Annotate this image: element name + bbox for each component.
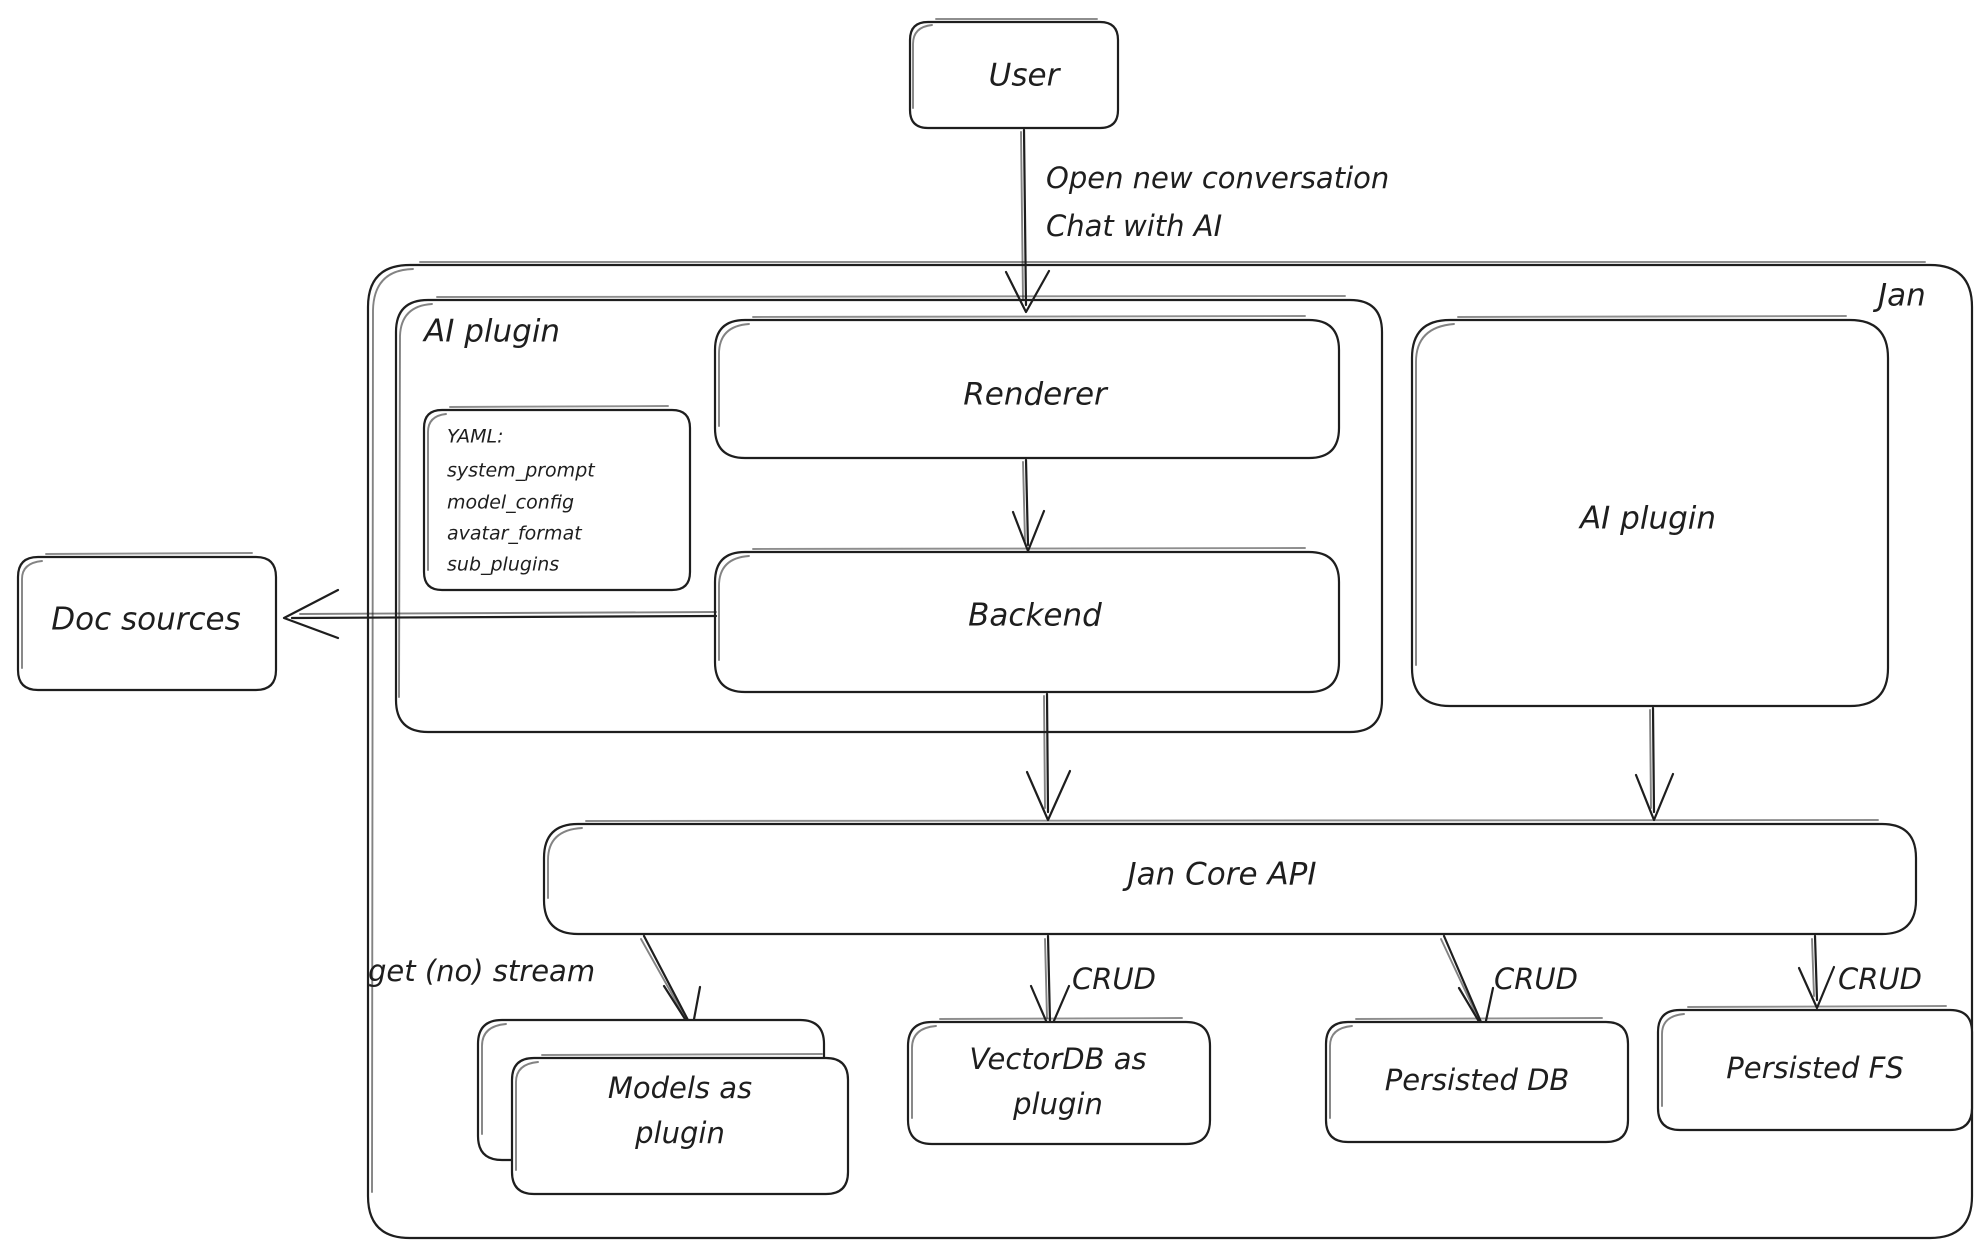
persisted-db-box-shape[interactable] — [1324, 1017, 1630, 1144]
models-plugin-label-line2: plugin — [634, 1116, 725, 1150]
yaml-line-3: avatar_format — [447, 523, 583, 545]
edge-core-to-vectordb — [1029, 934, 1071, 1032]
models-plugin-label-line1: Models as — [608, 1071, 752, 1105]
jan-container-label: Jan — [1872, 278, 1926, 314]
ai-plugin-group-shape[interactable] — [394, 295, 1384, 734]
yaml-title: YAML: — [447, 426, 504, 448]
edge-core-to-persisted-fs — [1797, 934, 1836, 1010]
vectordb-plugin-box-shape[interactable] — [906, 1017, 1212, 1146]
edge-core-persisted-fs-label: CRUD — [1838, 962, 1922, 996]
persisted-db-label: Persisted DB — [1385, 1063, 1570, 1097]
doc-sources-box-shape[interactable] — [16, 552, 278, 692]
edge-user-to-renderer — [1004, 128, 1051, 314]
edge-ai-plugin-to-core — [1634, 706, 1675, 822]
persisted-fs-box-shape[interactable] — [1656, 1005, 1974, 1132]
models-plugin-box-shape[interactable] — [476, 1018, 850, 1196]
user-box-shape[interactable] — [908, 18, 1120, 130]
renderer-label: Renderer — [963, 377, 1109, 413]
yaml-line-1: system_prompt — [447, 460, 596, 482]
jan-core-api-box-shape[interactable] — [542, 819, 1918, 936]
edge-backend-to-doc-sources — [282, 588, 718, 640]
ai-plugin-group-label: AI plugin — [422, 314, 560, 350]
yaml-line-4: sub_plugins — [447, 554, 559, 576]
yaml-note-box-shape[interactable] — [422, 405, 692, 592]
doc-sources-label: Doc sources — [51, 602, 241, 638]
ai-plugin-box-shape[interactable] — [1410, 315, 1890, 708]
edge-backend-to-core — [1025, 692, 1072, 822]
edge-user-renderer-label-line1: Open new conversation — [1046, 161, 1389, 195]
jan-core-api-label: Jan Core API — [1122, 857, 1317, 893]
backend-box-shape[interactable] — [713, 547, 1341, 694]
edge-core-models-label: get (no) stream — [368, 954, 595, 988]
ai-plugin-box-label: AI plugin — [1578, 501, 1716, 537]
backend-label: Backend — [968, 598, 1102, 634]
jan-container-shape[interactable] — [366, 261, 1974, 1240]
edge-core-to-models — [640, 934, 702, 1032]
edge-core-to-persisted-db — [1440, 934, 1495, 1032]
yaml-line-2: model_config — [447, 492, 574, 514]
vectordb-plugin-label-line1: VectorDB as — [969, 1042, 1146, 1076]
vectordb-plugin-label-line2: plugin — [1012, 1087, 1103, 1121]
persisted-fs-label: Persisted FS — [1726, 1051, 1903, 1085]
edge-core-persisted-db-label: CRUD — [1494, 962, 1578, 996]
edge-renderer-to-backend — [1011, 458, 1046, 553]
edge-core-vectordb-label: CRUD — [1072, 962, 1156, 996]
user-label: User — [989, 58, 1062, 94]
edge-user-renderer-label-line2: Chat with AI — [1046, 209, 1222, 243]
renderer-box-shape[interactable] — [713, 315, 1341, 460]
